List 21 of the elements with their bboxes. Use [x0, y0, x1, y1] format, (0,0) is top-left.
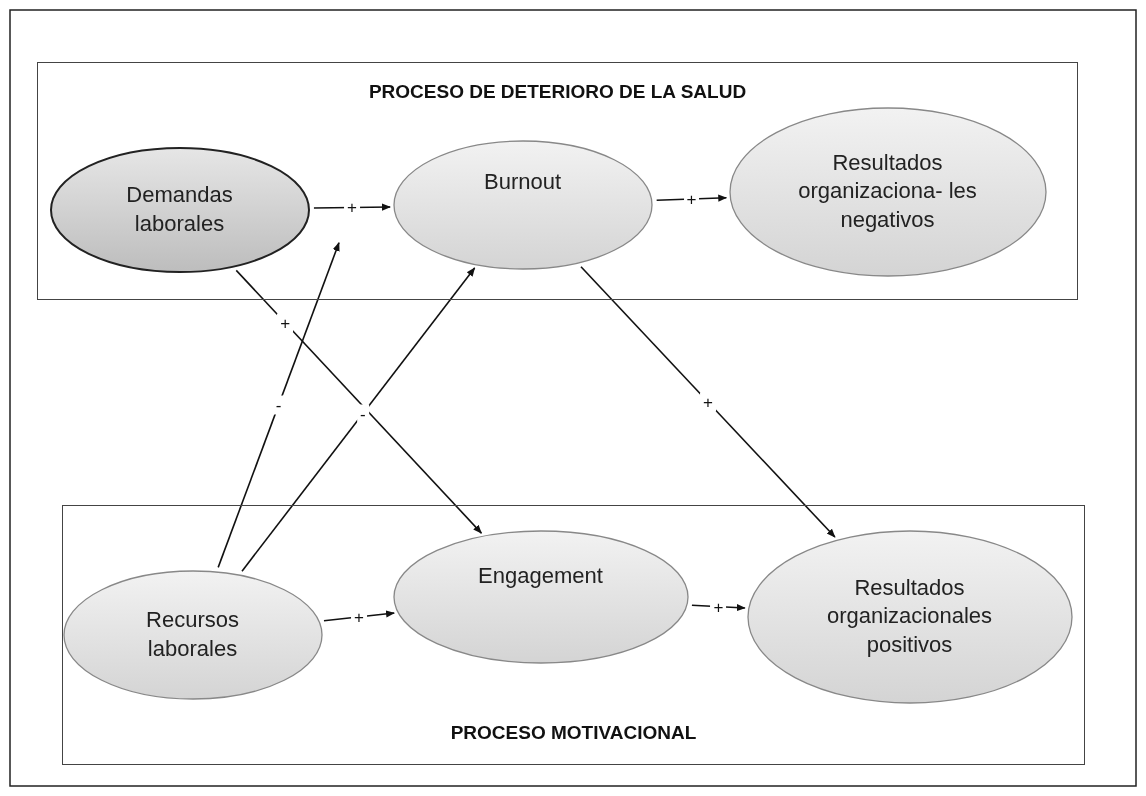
- variable-label: Burnout: [483, 168, 562, 197]
- edge-label: +: [699, 392, 716, 412]
- arrow: [323, 610, 396, 622]
- variable-label: Engagement: [478, 562, 603, 591]
- variable-label: Recursos laborales: [145, 605, 240, 663]
- process-frame: [37, 62, 1078, 300]
- variable-label: Demandas laborales: [125, 180, 234, 238]
- process-frame: [62, 505, 1085, 765]
- variable-label: Resultados organizaciona- les negativos: [797, 148, 978, 234]
- arrow: [241, 267, 476, 572]
- process-title: PROCESO MOTIVACIONAL: [450, 722, 697, 744]
- arrow: [235, 269, 483, 534]
- arrow: [217, 241, 340, 569]
- edge-label: +: [277, 313, 294, 333]
- edge-label: -: [357, 404, 369, 424]
- arrow: [580, 265, 836, 538]
- variable-label: Resultados organizacionales positivos: [825, 573, 994, 659]
- arrow: [655, 194, 728, 202]
- arrow: [691, 604, 746, 612]
- process-title: PROCESO DE DETERIORO DE LA SALUD: [368, 81, 747, 103]
- edge-label: -: [272, 395, 285, 415]
